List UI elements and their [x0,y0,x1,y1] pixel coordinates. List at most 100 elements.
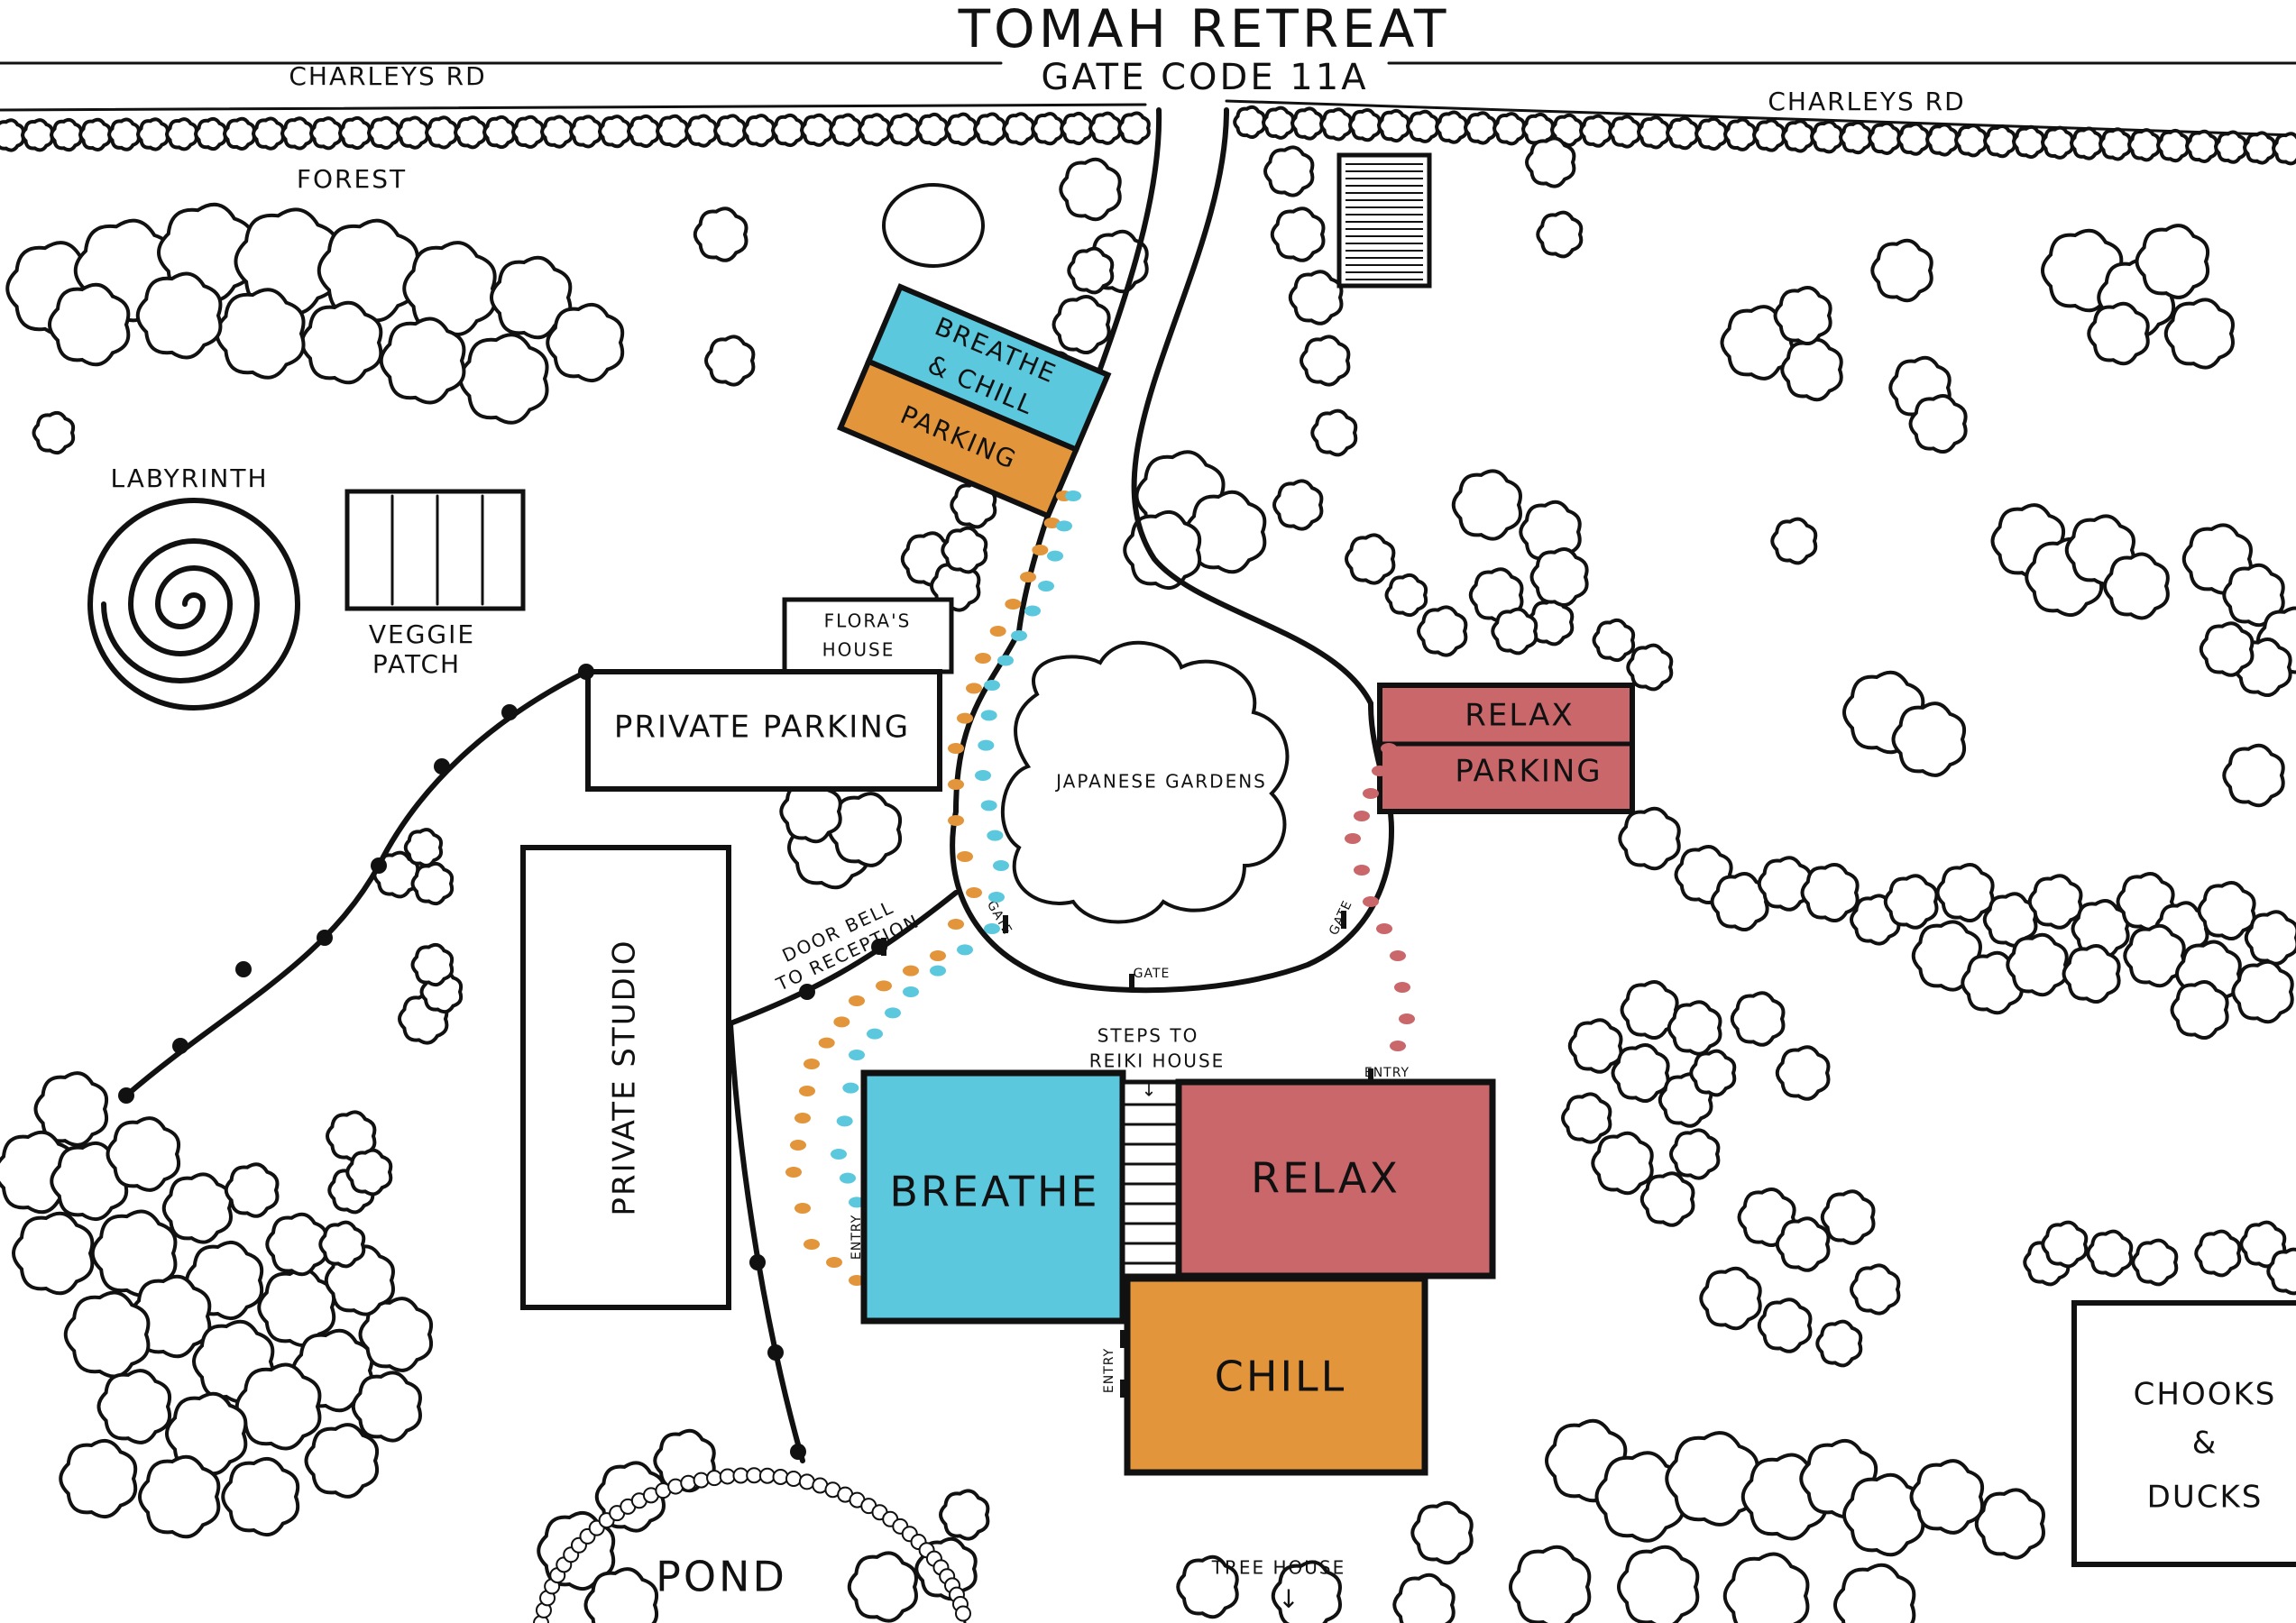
tree [2131,1238,2179,1287]
tree [1935,862,1995,923]
tree [1722,1552,1810,1623]
relax-building: RELAX [1175,1078,1496,1279]
steps-label-2: REIKI HOUSE [1089,1050,1226,1072]
tree [2199,621,2255,677]
tree [1974,1488,2045,1560]
tree [1699,1266,1762,1331]
retreat-title: TOMAH RETREAT [958,0,1450,60]
tree [1067,246,1115,295]
private-studio-label: PRIVATE STUDIO [607,939,643,1215]
fence-post [790,1444,806,1460]
tree [379,316,466,405]
hedge-shrub [1810,120,1843,154]
relax-path-dot [1363,788,1379,799]
hedge-shrub [309,116,343,151]
chill-path-dot [876,980,892,992]
tree [48,282,131,367]
fence-post [501,704,518,720]
chill-label: CHILL [1215,1352,1347,1401]
tree [2266,1247,2296,1296]
breathe-path-dot [980,800,997,812]
hedge-shrub [1637,115,1670,150]
tree [1509,1545,1592,1623]
tree [2163,298,2235,370]
fence-posts [118,664,1373,1460]
pond-pebble [719,1468,736,1485]
hedge-shrub [2070,126,2103,160]
tree [2123,923,2186,988]
hedge-shrub [684,114,718,148]
tree [1272,479,1324,531]
tree [1883,874,1939,930]
tree [1384,573,1428,618]
hedge-shrub [1060,111,1093,146]
chill-path-dot [989,626,1006,637]
hedge-shrub [598,115,631,149]
gate-tick [1120,1380,1125,1398]
hedge-shrub [1031,112,1064,146]
tree [1815,1319,1863,1368]
tree [1909,1459,1985,1535]
tree [2027,874,2083,930]
tree [234,1362,322,1451]
round-table [882,183,985,268]
breathe-path-dot [957,944,973,956]
hedge-shrub [50,117,83,152]
tree [847,1551,918,1623]
chill-path-dot [818,1037,835,1049]
hedge-shrub [2214,130,2247,164]
tree [1417,605,1468,657]
breathe-path-dot [842,1082,859,1094]
breathe-path-dot [1011,630,1027,641]
chill-path-dot [930,950,946,961]
tree [1591,1131,1654,1196]
private-parking: PRIVATE PARKING [585,669,942,792]
tree [358,1297,434,1372]
relax-path-dot [1399,1013,1415,1024]
chill-path-dot [794,1203,811,1214]
hedge-shrub [1464,111,1497,145]
relax-path-dot [1372,766,1388,776]
tree [1773,285,1832,346]
tree [1288,270,1344,326]
tree [1689,1049,1737,1097]
veggie-patch-label-2: PATCH [372,649,461,679]
gate-tick [1003,915,1008,933]
tree [1870,238,1933,303]
tree [2197,880,2256,941]
tree-house-label: TREE HOUSE [1211,1557,1346,1579]
tree [2231,959,2294,1024]
hedge-shrub [1694,116,1728,151]
chill-path-dot [790,1140,806,1151]
hedge-shrub [2156,128,2190,163]
tree [1567,1018,1623,1074]
tree [2244,910,2296,966]
relax-parking: RELAX PARKING [1377,683,1635,814]
chill-path-dot [966,683,982,694]
chill-path-dot [849,995,865,1006]
hedge-shrub [1550,113,1584,147]
tree [106,1116,181,1192]
chill-path-dot [957,712,973,724]
tree [2041,1220,2089,1269]
hedge-shrub [1781,119,1814,153]
tree [2222,743,2285,808]
tree [351,1371,422,1443]
chill-path-dot [957,851,973,862]
tree [1626,643,1674,692]
tree [1059,157,1122,222]
breathe-label: BREATHE [889,1168,1099,1216]
fence-post [371,857,387,874]
chill-path-dot [799,1086,815,1096]
tree [1270,206,1326,262]
gate-tick [1120,1330,1125,1348]
fence-post [118,1087,134,1104]
relax-path-dot [1354,811,1370,821]
tree [135,271,223,360]
hedge-shrub [78,117,112,151]
hedge-shrub [425,115,458,150]
fence-post [317,930,333,946]
chill-path-dot [785,1167,802,1178]
hedge-shrub [1117,111,1151,145]
